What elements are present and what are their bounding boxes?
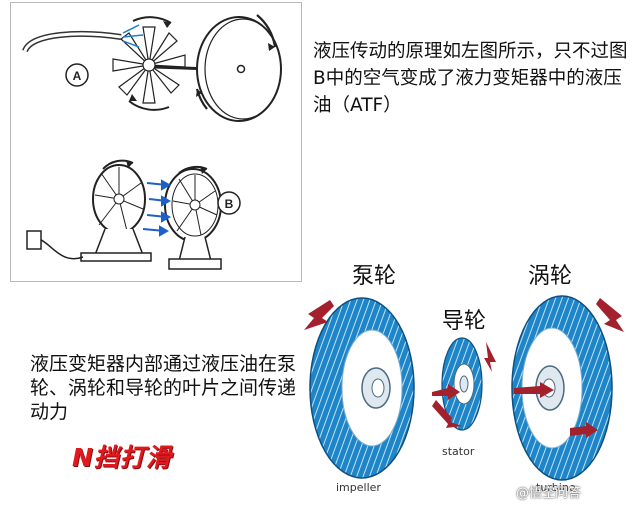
pump-label: 泵轮	[352, 264, 397, 289]
impeller-caption: impeller	[336, 481, 381, 494]
fan-illustration-svg: A	[22, 14, 282, 270]
fan-principle-illustration: A	[10, 2, 302, 282]
marker-a-label: A	[73, 69, 82, 83]
airflow-arrows	[142, 179, 172, 237]
n-gear-slip-badge: N挡打滑	[72, 443, 172, 472]
marker-b-circle	[217, 191, 241, 215]
propeller-a	[112, 26, 186, 104]
principle-description: 液压传动的原理如左图所示，只不过图B中的空气变成了液力变矩器中的液压油（ATF）	[313, 41, 628, 116]
fan-driving	[80, 164, 152, 262]
stator-caption: stator	[442, 445, 475, 458]
turbine-label: 涡轮	[528, 264, 573, 289]
flow-arrows	[304, 298, 624, 438]
marker-b-label: B	[225, 197, 234, 211]
converter-description: 液压变矩器内部通过液压油在泵轮、涡轮和导轮的叶片之间传递动力	[30, 353, 297, 423]
marker-a-circle	[65, 63, 89, 87]
torque-converter-illustration	[304, 295, 624, 481]
stator-wheel	[441, 337, 483, 431]
stator-label: 导轮	[442, 309, 487, 334]
turbine-caption: turbine	[536, 481, 576, 494]
fan-driven	[164, 168, 222, 270]
impeller-wheel	[309, 297, 415, 479]
watermark: @悟空问答	[516, 486, 582, 501]
